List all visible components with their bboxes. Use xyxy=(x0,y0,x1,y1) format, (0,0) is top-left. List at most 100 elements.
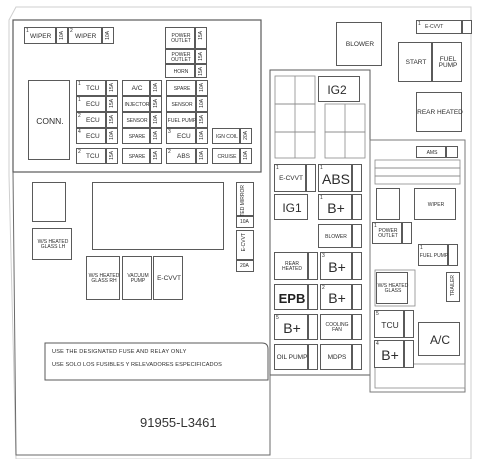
heated-glass-relay-right: W/S HEATED GLASS xyxy=(376,272,408,304)
cooling-fan-fuse: COOLING FAN xyxy=(320,314,352,340)
wiper-small-label: WIPER xyxy=(427,201,445,208)
wiper-small-relay: WIPER xyxy=(414,188,456,220)
cruise-label: CRUISE xyxy=(217,153,237,160)
fuel-pump-relay: FUEL PUMP xyxy=(432,42,462,82)
large-empty-block xyxy=(92,182,224,250)
abs-fuse-1: 2 ABS xyxy=(166,148,196,164)
ecu-label-4: ECU xyxy=(177,133,191,140)
ecu-amp-4: 10A xyxy=(196,128,208,144)
mdps-amp xyxy=(352,344,362,370)
b-plus-fuse-3: 2 B+ xyxy=(320,284,352,310)
power-outlet-amp-2: 15A xyxy=(195,49,207,64)
amp-20a-label: 20A xyxy=(240,263,249,269)
right-empty-slots xyxy=(374,159,466,389)
tcu-amp: 15A xyxy=(106,80,118,96)
heated-mirror-fuse: HEATED MIRROR xyxy=(236,182,254,227)
epb-amp xyxy=(308,284,318,310)
e-cvvt-small-fuse: E-CVVT xyxy=(236,230,254,260)
spare-amp-2: 10A xyxy=(150,128,162,144)
start-relay: START xyxy=(398,42,432,82)
e-cvvt-small-label: E-CVVT xyxy=(241,233,247,252)
e-cvvt-top-amp xyxy=(462,20,472,34)
ac-label-left: A/C xyxy=(131,84,143,92)
blower-label: BLOWER xyxy=(325,233,347,240)
ac-relay-right: A/C xyxy=(418,322,460,356)
sensor-amp-1: 10A xyxy=(196,96,208,112)
e-cvvt-fuse-right: 1 E-CVVT xyxy=(274,164,306,192)
injector-label: INJECTOR xyxy=(124,101,150,108)
ams-amp xyxy=(446,146,458,158)
ams-label: AMS xyxy=(426,149,438,156)
b-plus-amp-3 xyxy=(352,284,362,310)
ac-fuse: A/C xyxy=(122,80,150,96)
b-plus-amp-5 xyxy=(404,340,414,368)
b-plus-label-4: B+ xyxy=(283,320,301,336)
tcu-amp-right xyxy=(404,310,414,338)
power-outlet-label-right: POWER OUTLET xyxy=(378,228,398,239)
heated-glass-label-right: W/S HEATED GLASS xyxy=(377,283,409,294)
vacuum-pump-relay: VACUUM PUMP xyxy=(122,256,152,300)
spare-label-2: SPARE xyxy=(128,133,146,140)
heated-glass-lh-relay: W/S HEATED GLASS LH xyxy=(32,228,72,260)
empty-fuse-right-1 xyxy=(376,188,400,220)
injector-amp: 15A xyxy=(150,96,162,112)
ecu-fuse-2: 2 ECU xyxy=(76,112,106,128)
tcu-label-2: TCU xyxy=(86,153,100,160)
notice-line-2: USE SOLO LOS FUSIBLES Y RELEVADORES ESPE… xyxy=(52,362,222,368)
connector-block: CONN. xyxy=(28,80,70,160)
conn-label: CONN. xyxy=(36,115,64,126)
rear-heated-label: REAR HEATED xyxy=(282,261,302,272)
b-plus-fuse-1: 1 B+ xyxy=(318,194,352,220)
heated-mirror-amp: 10A xyxy=(236,216,254,228)
horn-amp: 15A xyxy=(195,64,207,78)
power-outlet-fuse-right: 1 POWER OUTLET xyxy=(372,222,402,244)
ecu-fuse-4: 3 ECU xyxy=(166,128,196,144)
rear-heated-relay: REAR HEATED xyxy=(416,92,463,132)
notice-line-1: USE THE DESIGNATED FUSE AND RELAY ONLY xyxy=(52,349,187,355)
rear-heated-fuse: REAR HEATED xyxy=(274,252,308,280)
b-plus-label-2: B+ xyxy=(328,259,346,275)
power-outlet-label-1: POWER OUTLET xyxy=(171,33,191,44)
rear-heated-relay-label: REAR HEATED xyxy=(417,108,463,116)
sensor-label-2: SENSOR xyxy=(126,117,148,124)
b-plus-fuse-5: 4 B+ xyxy=(374,340,404,368)
ecu-label-3: ECU xyxy=(86,133,100,140)
spare-fuse-2: SPARE xyxy=(122,128,150,144)
b-plus-amp-1 xyxy=(352,194,362,220)
spare-amp-3: 15A xyxy=(150,148,162,164)
b-plus-label-1: B+ xyxy=(327,200,345,216)
oil-pump-label: OIL PUMP xyxy=(276,353,308,361)
vacuum-pump-label: VACUUM PUMP xyxy=(127,273,149,284)
e-cvvt-small-amp: 20A xyxy=(236,260,254,272)
ign-coil-label: IGN COIL xyxy=(216,133,238,140)
spare-amp-1: 10A xyxy=(196,80,208,96)
b-plus-amp-2 xyxy=(352,252,362,280)
rear-heated-amp xyxy=(308,252,318,280)
e-cvvt-label-left: E-CVVT xyxy=(157,274,181,282)
horn-label: HORN xyxy=(173,68,189,75)
e-cvvt-top-label: E-CVVT xyxy=(425,24,444,30)
wiper-fuse-2-amp: 10A xyxy=(102,27,114,44)
abs-amp-1: 10A xyxy=(196,148,208,164)
empty-relay-left xyxy=(32,182,66,222)
mdps-label: MDPS xyxy=(327,353,347,361)
sensor-fuse-1: SENSOR xyxy=(166,96,196,112)
ign-coil-fuse: IGN COIL xyxy=(212,128,240,144)
trailer-label: TRAILER xyxy=(450,275,456,297)
tcu-label-right: TCU xyxy=(381,319,399,330)
blower-amp xyxy=(352,224,362,248)
b-plus-fuse-4: 5 B+ xyxy=(274,314,308,340)
ac-amp: 10A xyxy=(150,80,162,96)
ams-fuse: AMS xyxy=(416,146,446,158)
epb-fuse: EPB xyxy=(274,284,308,310)
ecu-amp-1: 15A xyxy=(106,96,118,112)
fuel-pump-small-amp xyxy=(448,244,458,266)
spare-fuse-1: SPARE xyxy=(166,80,196,96)
oil-pump-amp xyxy=(308,344,318,370)
ig1-label: IG1 xyxy=(282,201,302,215)
start-label: START xyxy=(405,58,427,66)
abs-amp-2 xyxy=(352,164,362,192)
blower-relay-label: BLOWER xyxy=(345,40,375,48)
e-cvvt-label-right: E-CVVT xyxy=(279,174,303,182)
